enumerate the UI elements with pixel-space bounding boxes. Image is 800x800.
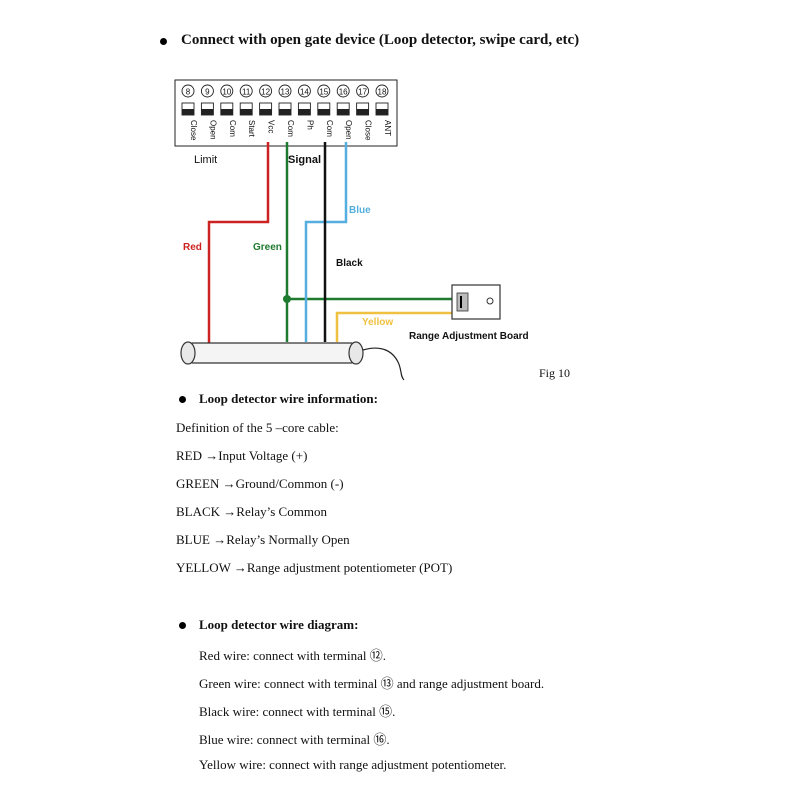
terminal-number-circle	[375, 84, 389, 98]
terminal-number: 13	[281, 88, 290, 97]
terminal-number-circle	[220, 84, 234, 98]
terminal-name: Close	[189, 120, 198, 141]
yellow-wire	[335, 311, 452, 342]
terminal-name: Vcc	[267, 120, 276, 133]
wire-diagram-item: Black wire: connect with terminal ⑮.	[199, 704, 396, 719]
terminal-number-circle	[336, 84, 350, 98]
board-label: Range Adjustment Board	[409, 331, 529, 342]
cable-definition: Definition of the 5 –core cable:	[176, 420, 339, 435]
terminal-screw	[182, 109, 194, 115]
terminal-number: 14	[300, 88, 309, 97]
header-bullet	[160, 38, 167, 45]
terminal-name: Com	[325, 120, 334, 137]
wire-info-item: BLUE →Relay’s Normally Open	[176, 532, 350, 547]
terminal-screw	[337, 109, 350, 115]
terminal-number-circle	[181, 84, 195, 98]
terminal-screw	[317, 109, 330, 115]
terminal-name: Com	[228, 120, 237, 137]
wire-diagram-bullet	[179, 622, 186, 629]
wire-info-item: BLACK →Relay’s Common	[176, 504, 327, 519]
terminal-number: 11	[242, 88, 251, 97]
page-title: Connect with open gate device (Loop dete…	[181, 32, 580, 48]
terminal-name: Com	[286, 120, 295, 137]
blue-label: Blue	[349, 205, 371, 216]
terminal-number: 12	[261, 88, 270, 97]
terminal-screw	[298, 109, 311, 115]
red-wire	[207, 142, 270, 350]
terminal-name: Ph	[305, 120, 314, 130]
terminal-number: 17	[358, 88, 367, 97]
yellow-label: Yellow	[362, 317, 393, 328]
range-adjustment-board	[451, 284, 501, 320]
terminal-name: Open	[208, 120, 217, 140]
terminal-number-circle	[259, 84, 273, 98]
wire-info-item: RED →Input Voltage (+)	[176, 448, 308, 463]
limit-label: Limit	[194, 154, 217, 166]
terminal-number-circle	[200, 84, 214, 98]
red-label: Red	[183, 242, 202, 253]
wire-info-item: YELLOW →Range adjustment potentiometer (…	[176, 560, 453, 575]
terminal-number-circle	[239, 84, 253, 98]
terminal-screw	[356, 109, 369, 115]
terminal-number: 18	[378, 88, 387, 97]
wire-diagram-item: Blue wire: connect with terminal ⑯.	[199, 732, 390, 747]
wire-diagram-item: Yellow wire: connect with range adjustme…	[199, 757, 507, 772]
terminal-screw	[259, 109, 272, 115]
wire-info-heading: Loop detector wire information:	[199, 391, 378, 406]
terminal-number: 9	[205, 88, 210, 97]
terminal-name: Close	[364, 120, 373, 141]
terminal-number-circle	[278, 84, 292, 98]
terminal-number-circle	[356, 84, 370, 98]
terminal-screw	[240, 109, 253, 115]
terminal-number: 15	[319, 88, 328, 97]
terminal-screw	[279, 109, 291, 115]
wire-info-item: GREEN →Ground/Common (-)	[176, 476, 344, 491]
terminal-screw	[220, 109, 233, 115]
terminal-name: Open	[344, 120, 353, 140]
terminal-name: Start	[247, 120, 256, 138]
terminal-number: 8	[186, 88, 191, 97]
green-label: Green	[253, 242, 282, 253]
terminal-number: 10	[222, 88, 231, 97]
figure-label: Fig 10	[539, 366, 571, 380]
terminal-number: 16	[339, 88, 348, 97]
signal-label: Signal	[288, 154, 321, 166]
green-junction	[283, 295, 291, 303]
black-label: Black	[336, 258, 363, 269]
terminal-screw	[376, 109, 388, 115]
wire-diagram-item: Green wire: connect with terminal ⑬ and …	[199, 676, 545, 691]
terminal-number-circle	[297, 84, 311, 98]
terminal-screw	[201, 109, 214, 115]
terminal-number-circle	[317, 84, 331, 98]
wire-info-bullet	[179, 396, 186, 403]
loop-detector-sensor	[180, 341, 405, 381]
wire-diagram-heading: Loop detector wire diagram:	[199, 617, 359, 632]
terminal-name: ANT	[383, 120, 392, 136]
wire-diagram-item: Red wire: connect with terminal ⑫.	[199, 648, 387, 663]
